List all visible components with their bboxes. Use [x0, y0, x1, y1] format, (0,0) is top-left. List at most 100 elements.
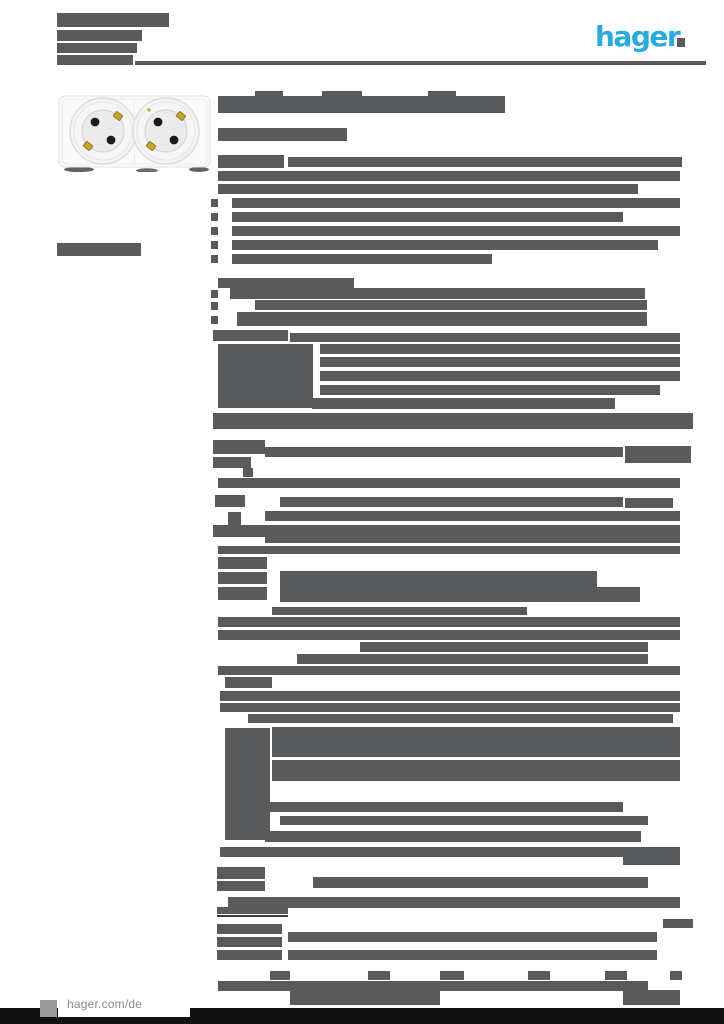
redacted-text-bar — [625, 446, 691, 463]
redacted-text-bar — [623, 857, 680, 865]
redacted-text-bar — [663, 919, 693, 928]
redacted-text-bar — [248, 714, 673, 723]
redacted-text-bar — [290, 333, 680, 342]
logo-mark — [677, 38, 685, 47]
earth-clip — [176, 111, 186, 121]
footer-accent-square — [40, 1000, 57, 1017]
redacted-text-bar — [265, 525, 680, 543]
footer-right-text-redacted — [623, 990, 680, 1005]
redacted-text-bar — [218, 546, 680, 554]
redacted-text-bar — [213, 330, 288, 341]
bullet — [211, 241, 218, 249]
redacted-text-bar — [528, 971, 550, 980]
redacted-text-bar — [218, 171, 680, 181]
redacted-text-bar — [218, 344, 313, 408]
redacted-text-bar — [218, 981, 648, 991]
product-title-redacted — [218, 96, 505, 113]
redacted-text-bar — [270, 971, 290, 980]
redacted-text-bar — [605, 971, 627, 980]
redacted-text-bar — [218, 587, 267, 600]
redacted-text-bar — [272, 760, 680, 781]
redacted-text-bar — [218, 278, 354, 288]
header-text-line — [57, 13, 169, 27]
product-subtitle-redacted — [218, 128, 347, 141]
socket-hole — [169, 135, 179, 145]
redacted-text-bar — [232, 240, 658, 250]
socket-right — [132, 97, 200, 165]
redacted-text-bar — [232, 212, 623, 222]
link-text-redacted — [217, 907, 288, 914]
redacted-text-bar — [225, 728, 270, 840]
redacted-text-bar — [220, 847, 680, 857]
website-link-box[interactable]: hager.com/de — [58, 991, 190, 1017]
redacted-text-bar — [320, 371, 680, 381]
redacted-text-bar — [320, 357, 680, 367]
earth-clip — [83, 141, 93, 151]
socket-hole — [90, 117, 100, 127]
bullet — [211, 213, 218, 221]
redacted-text-bar — [237, 312, 647, 326]
redacted-text-bar — [265, 802, 623, 812]
shadow — [64, 166, 94, 173]
redacted-text-bar — [272, 727, 680, 757]
bullet — [211, 227, 218, 235]
socket-hole — [153, 117, 163, 127]
shadow — [136, 168, 158, 173]
redacted-text-bar — [288, 157, 682, 167]
header-text-line — [57, 30, 142, 41]
redacted-text-bar — [313, 877, 648, 888]
bullet — [211, 290, 218, 298]
redacted-text-bar — [625, 498, 673, 508]
redacted-text-bar — [265, 511, 680, 521]
redacted-text-bar — [230, 288, 645, 299]
header-rule — [135, 61, 706, 65]
redacted-text-bar — [217, 867, 265, 879]
redacted-text-bar — [220, 703, 680, 712]
redacted-text-bar — [597, 587, 640, 602]
redacted-text-bar — [243, 468, 253, 477]
redacted-text-bar — [280, 816, 648, 825]
product-title-redacted — [255, 91, 283, 97]
redacted-text-bar — [232, 198, 680, 208]
redacted-text-bar — [220, 691, 680, 701]
sidebar-label — [57, 243, 141, 256]
redacted-text-bar — [232, 226, 680, 236]
redacted-text-bar — [218, 630, 680, 640]
redacted-text-bar — [215, 495, 245, 507]
header-text-line — [57, 43, 137, 53]
bullet — [211, 316, 218, 324]
website-link[interactable]: hager.com/de — [67, 997, 143, 1011]
redacted-text-bar — [255, 300, 647, 310]
redacted-text-bar — [288, 932, 657, 942]
redacted-text-bar — [360, 642, 648, 652]
redacted-text-bar — [265, 447, 623, 457]
redacted-text-bar — [217, 950, 282, 960]
bullet — [211, 255, 218, 263]
screw-dot — [147, 108, 151, 112]
socket-hole — [106, 135, 116, 145]
redacted-text-bar — [297, 654, 648, 664]
double-socket-illustration — [58, 95, 211, 173]
redacted-text-bar — [368, 971, 390, 980]
redacted-text-bar — [213, 525, 265, 537]
redacted-text-bar — [213, 457, 251, 468]
socket-left — [69, 97, 137, 165]
redacted-text-bar — [440, 971, 464, 980]
earth-clip — [146, 141, 156, 151]
redacted-text-bar — [218, 155, 284, 168]
redacted-text-bar — [320, 385, 660, 395]
redacted-text-bar — [218, 184, 638, 194]
redacted-text-bar — [225, 677, 272, 688]
redacted-text-bar — [218, 666, 680, 675]
redacted-text-bar — [218, 478, 680, 488]
redacted-text-bar — [232, 254, 492, 264]
hager-logo: hager — [595, 20, 681, 53]
redacted-text-bar — [228, 897, 680, 908]
shadow — [189, 167, 209, 172]
link-underline — [217, 915, 288, 917]
redacted-text-bar — [228, 512, 241, 525]
redacted-text-bar — [280, 497, 623, 507]
product-photo — [57, 83, 212, 173]
product-title-redacted — [322, 91, 362, 97]
redacted-text-bar — [217, 924, 282, 934]
